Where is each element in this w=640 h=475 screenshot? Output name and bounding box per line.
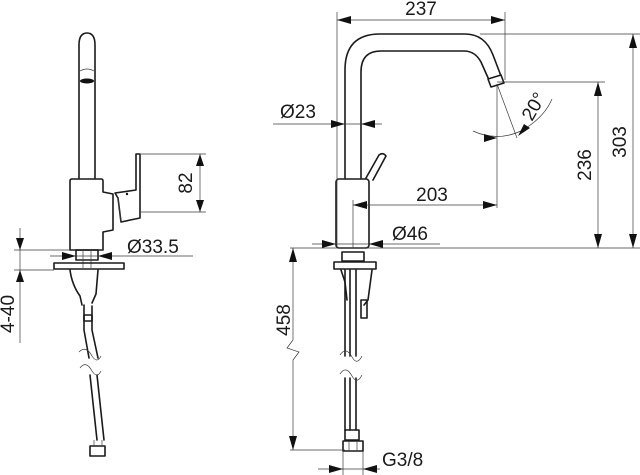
front-mount-plate: [333, 261, 377, 270]
svg-text:4-40: 4-40: [0, 295, 19, 333]
break-mark: [339, 350, 363, 362]
svg-text:82: 82: [176, 172, 197, 193]
side-lever: [114, 153, 141, 223]
aerator-line: [79, 68, 95, 72]
side-mount-plate: [53, 262, 125, 270]
side-funnel: [69, 269, 99, 306]
dim-spout-outlet-height: 236: [497, 81, 605, 248]
side-hose: [83, 304, 105, 441]
side-hose-nut: [89, 445, 106, 457]
svg-text:Ø33.5: Ø33.5: [127, 237, 179, 258]
dim-lever-height: 82: [141, 153, 206, 213]
dim-spout-reach: 203: [353, 185, 497, 209]
dim-spout-reach-total: 237: [336, 0, 506, 248]
side-body: [69, 178, 114, 251]
side-view: 82 Ø33.5 4-40: [0, 32, 206, 457]
dim-spout-pipe-diameter: Ø23: [273, 102, 382, 128]
break-mark: [78, 348, 102, 361]
svg-text:237: 237: [405, 0, 437, 20]
svg-text:203: 203: [416, 185, 448, 206]
dim-front-body-diameter: Ø46: [312, 224, 440, 248]
front-hoses: [344, 269, 357, 431]
dim-deck-thickness: 4-40: [0, 228, 70, 343]
dim-spout-angle: 20°: [472, 83, 553, 208]
front-spout-inner: [360, 50, 490, 179]
front-aerator: [487, 74, 505, 88]
svg-text:20°: 20°: [518, 89, 551, 124]
dim-hose-length: 458: [274, 248, 345, 451]
front-spout-outer: [344, 33, 502, 179]
side-mount-studs: [75, 249, 99, 261]
dim-total-height: 303: [480, 33, 640, 248]
svg-text:G3/8: G3/8: [382, 450, 423, 471]
side-spout-tube: [78, 32, 96, 179]
svg-text:236: 236: [575, 149, 596, 181]
dim-side-body-diameter: Ø33.5: [50, 237, 193, 260]
dim-connection-thread: G3/8: [318, 450, 423, 475]
svg-text:303: 303: [610, 126, 631, 158]
front-connectors: [344, 429, 360, 441]
svg-text:458: 458: [274, 304, 295, 336]
svg-text:Ø46: Ø46: [392, 224, 428, 245]
front-view: 237 Ø23 20° 203 Ø4: [273, 0, 640, 475]
aerator-ring: [80, 78, 94, 84]
svg-text:Ø23: Ø23: [280, 102, 316, 123]
front-body: [335, 178, 370, 249]
front-mount-studs: [341, 251, 365, 262]
front-lever: [365, 152, 387, 181]
